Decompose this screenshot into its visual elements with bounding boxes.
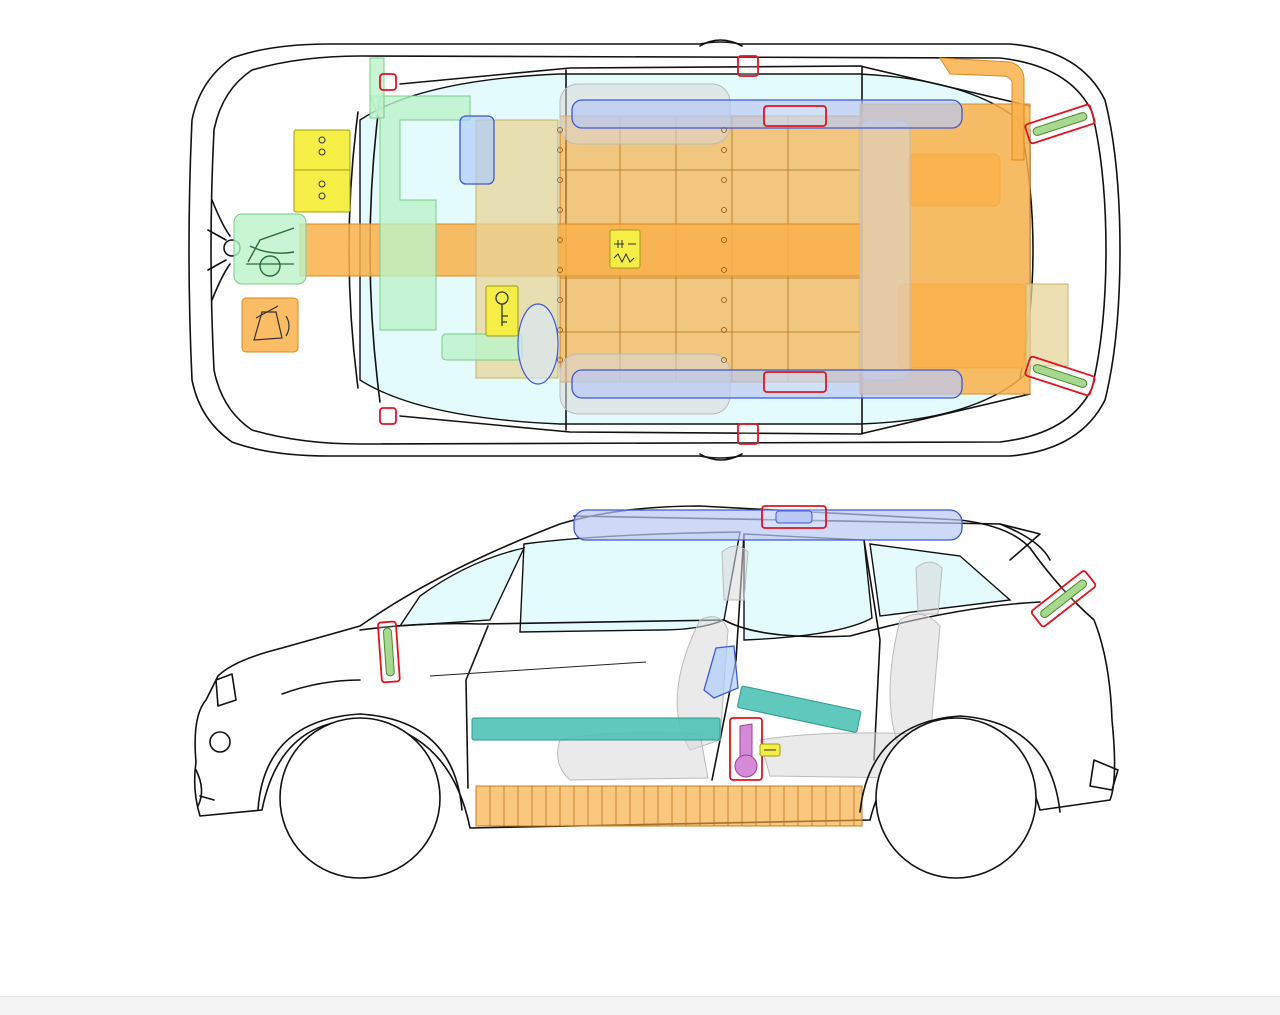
- wheel-rear: [859, 715, 1061, 879]
- side-lower-crease: [281, 679, 361, 695]
- battery-12v-icon: [293, 129, 351, 213]
- gas-generator-roof-upper[interactable]: [763, 105, 827, 127]
- top-roof-edge-upper: [399, 65, 1031, 107]
- side-headrest-front: [721, 545, 749, 601]
- bottom-strip: [0, 996, 1280, 1015]
- gas-generator-pillar-upper[interactable]: [737, 55, 759, 77]
- gas-strut-bonnet[interactable]: [377, 620, 401, 684]
- dashboard-green: [369, 95, 471, 331]
- curtain-airbag-top-upper: [571, 99, 963, 129]
- side-headlight: [215, 673, 237, 707]
- curtain-airbag-side: [573, 509, 963, 541]
- gas-generator-pillar-lower[interactable]: [737, 423, 759, 445]
- side-foglight: [209, 731, 231, 753]
- top-view: [188, 39, 1121, 461]
- seatbelt-pretensioner[interactable]: [729, 717, 763, 781]
- steering-wheel: [517, 303, 559, 385]
- control-unit-icon: [609, 229, 641, 269]
- hv-disconnect-icon[interactable]: [241, 297, 299, 353]
- gas-generator-roof-lower[interactable]: [763, 371, 827, 393]
- side-front-bumper: [195, 769, 215, 807]
- side-airbag-top-left: [459, 115, 495, 185]
- top-mirror-upper: [699, 39, 743, 47]
- seat-zone-rear: [1025, 283, 1069, 367]
- side-window-rear: [743, 533, 873, 641]
- battery-fixings: [557, 127, 727, 363]
- wheel-front: [257, 713, 463, 879]
- side-airbag-seat: [703, 645, 739, 699]
- side-belt-line: [359, 601, 1041, 638]
- curtain-airbag-top-lower: [571, 369, 963, 399]
- gas-strut-tailgate-lower[interactable]: [1024, 355, 1096, 397]
- top-body-inner-outline: [210, 55, 1107, 445]
- gas-generator-a-upper[interactable]: [379, 73, 397, 91]
- door-reinforcement-rear: [737, 685, 862, 733]
- bonnet-release-icon[interactable]: [233, 213, 307, 285]
- hv-cable-rear: [939, 57, 1025, 161]
- gas-strut-tailgate-upper[interactable]: [1024, 103, 1096, 145]
- side-rear-bumper: [1089, 759, 1119, 791]
- side-rear-door-line: [863, 539, 881, 761]
- side-crease: [429, 661, 647, 677]
- side-headrest-rear: [915, 561, 943, 615]
- green-a-strip: [369, 57, 385, 119]
- side-windshield: [398, 547, 526, 627]
- side-front-door-line: [465, 625, 489, 789]
- side-view: [193, 505, 1119, 879]
- door-reinforcement-front: [471, 717, 721, 741]
- hv-battery-side: [475, 785, 863, 827]
- key-icon: [485, 285, 519, 337]
- gas-generator-a-lower[interactable]: [379, 407, 397, 425]
- srs-sensor-icon: [759, 743, 781, 757]
- top-body-outline: [188, 41, 1121, 459]
- steering-column: [441, 333, 523, 361]
- side-spoiler: [999, 523, 1041, 561]
- seat-rear-bench: [859, 119, 911, 381]
- top-grille-upper: [207, 199, 231, 301]
- gas-strut-tailgate-side[interactable]: [1030, 570, 1097, 628]
- top-roof-edge-lower: [399, 393, 1031, 435]
- top-mirror-lower: [699, 453, 743, 461]
